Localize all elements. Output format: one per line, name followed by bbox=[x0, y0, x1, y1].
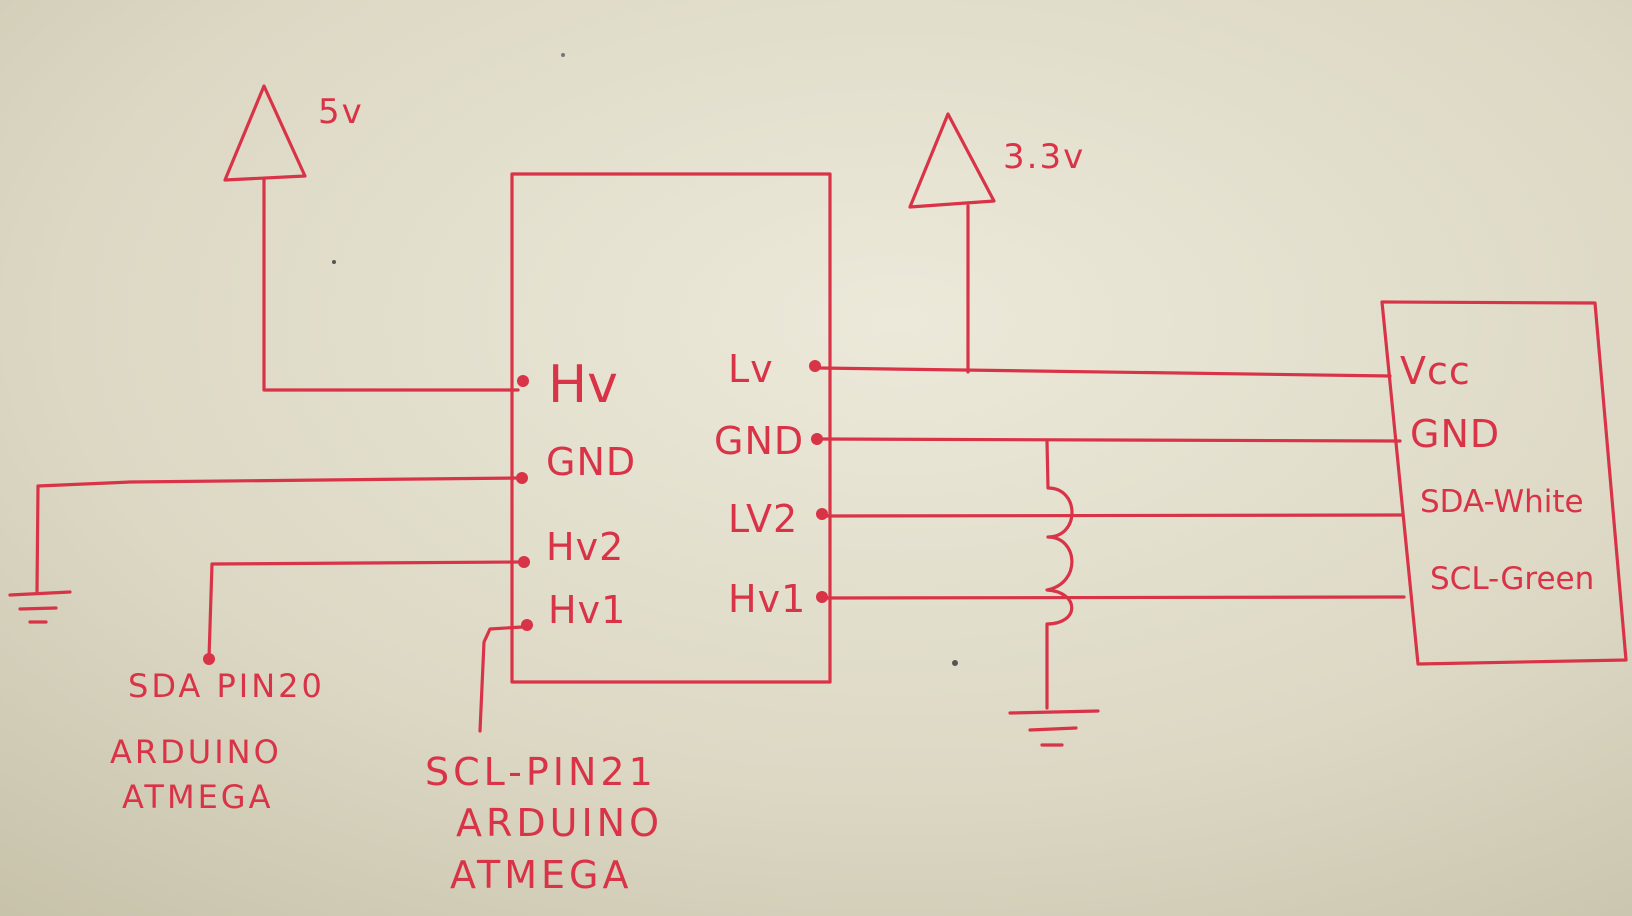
pin-gnd-left-dot bbox=[516, 472, 528, 484]
pin-lv2-dot bbox=[816, 508, 828, 520]
sensor-vcc-label: Vcc bbox=[1400, 349, 1471, 393]
pin-hv1-right-dot bbox=[816, 591, 828, 603]
sda-pin20-end-dot bbox=[203, 653, 215, 665]
sensor-gnd-label: GND bbox=[1410, 412, 1500, 456]
wire-gnd-to-sensor-gnd bbox=[820, 437, 1402, 443]
wire-gnd-left bbox=[35, 476, 520, 593]
pin-hv-label: Hv bbox=[548, 355, 618, 415]
ground-left-symbol bbox=[8, 590, 72, 624]
sda-note-line-2: ARDUINO bbox=[110, 733, 282, 771]
supply-5v: 5v bbox=[223, 84, 520, 392]
left-wiring bbox=[8, 476, 524, 733]
level-shifter: Hv GND Hv2 Hv1 Lv GND LV2 Hv1 bbox=[510, 172, 832, 684]
speck bbox=[561, 53, 565, 57]
pin-lv2-label: LV2 bbox=[728, 497, 798, 541]
sda-note: SDA PIN20 ARDUINO ATMEGA bbox=[110, 667, 325, 816]
wire-5v-to-hv bbox=[262, 178, 520, 392]
pencil-specks bbox=[332, 53, 958, 666]
scl-note: SCL-PIN21 ARDUINO ATMEGA bbox=[425, 750, 663, 897]
pin-hv1-right-label: Hv1 bbox=[728, 577, 806, 621]
right-wiring bbox=[818, 366, 1406, 747]
pin-hv1-left-dot bbox=[521, 619, 533, 631]
pin-hv2-dot bbox=[518, 556, 530, 568]
speck bbox=[332, 260, 336, 264]
pin-gnd-right-label: GND bbox=[714, 419, 804, 463]
pin-gnd-left-label: GND bbox=[546, 440, 636, 484]
wire-gnd-drop-with-crossovers bbox=[1045, 439, 1074, 710]
level-shifter-box bbox=[510, 172, 832, 684]
wire-hv1-to-scl bbox=[824, 595, 1406, 600]
pin-lv-label: Lv bbox=[728, 347, 774, 391]
sensor-module: Vcc GND SDA-White SCL-Green bbox=[1380, 300, 1628, 666]
speck bbox=[952, 660, 958, 666]
pin-hv-dot bbox=[517, 375, 529, 387]
sda-note-line-1: SDA PIN20 bbox=[128, 667, 325, 705]
sensor-box bbox=[1380, 300, 1628, 666]
pin-lv-dot bbox=[809, 360, 821, 372]
sensor-scl-label: SCL-Green bbox=[1430, 561, 1594, 597]
wire-lv2-to-sda bbox=[823, 513, 1404, 518]
supply-3v3-label: 3.3v bbox=[1003, 137, 1085, 177]
sensor-sda-label: SDA-White bbox=[1420, 484, 1584, 520]
supply-5v-label: 5v bbox=[318, 92, 364, 132]
wire-lv-to-vcc bbox=[818, 366, 1392, 378]
pin-gnd-right-dot bbox=[811, 433, 823, 445]
wire-hv2-to-sda bbox=[207, 560, 522, 660]
sda-note-line-3: ATMEGA bbox=[122, 778, 273, 816]
ground-right-symbol bbox=[1008, 709, 1100, 747]
supply-5v-arrow bbox=[223, 84, 307, 182]
pin-hv1-left-label: Hv1 bbox=[548, 588, 626, 632]
wire-hv1-to-scl bbox=[478, 625, 524, 733]
supply-3v3: 3.3v bbox=[908, 112, 1085, 374]
scl-note-line-3: ATMEGA bbox=[450, 853, 633, 897]
supply-3v3-arrow bbox=[908, 112, 996, 209]
scl-note-line-2: ARDUINO bbox=[456, 801, 663, 845]
scl-note-line-1: SCL-PIN21 bbox=[425, 750, 657, 794]
pin-hv2-label: Hv2 bbox=[546, 525, 624, 569]
